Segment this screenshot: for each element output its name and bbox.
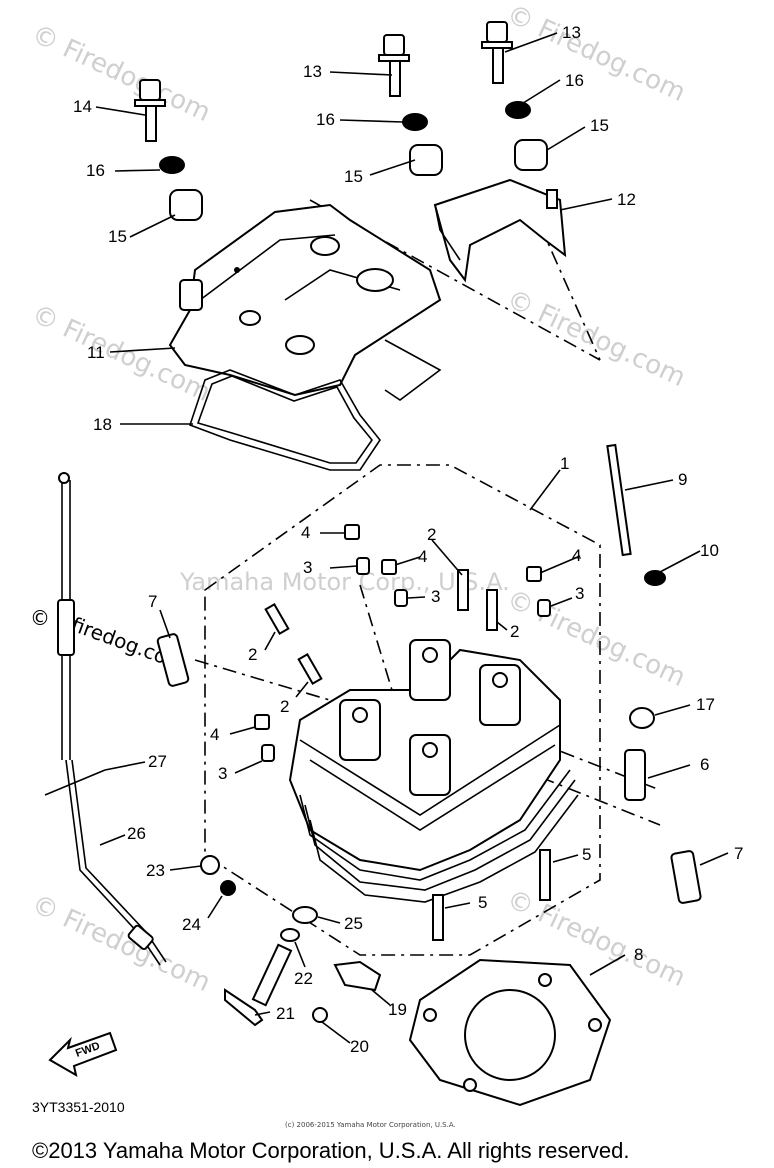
plug-23: [200, 855, 220, 875]
callout-5: 5: [478, 893, 487, 912]
callout-19: 19: [388, 1000, 407, 1019]
cover-bolts: [134, 21, 548, 221]
head-gasket: [408, 958, 612, 1107]
callout-1: 1: [560, 454, 569, 473]
dowel-7: [156, 633, 190, 687]
washer-16: [159, 156, 185, 174]
studs-and-nuts: [254, 524, 551, 941]
shaft-21: [251, 943, 293, 1007]
callout-labels: 13 13 16 14 16 15 16 15 12 15 11 18 1 9 …: [73, 23, 743, 1056]
callout-16: 16: [86, 161, 105, 180]
callout-4: 4: [301, 523, 310, 542]
spark-plug-6: [624, 749, 646, 801]
callout-20: 20: [350, 1037, 369, 1056]
cylinder-head-boundary: [204, 464, 601, 956]
diagram-code: 3YT3351-2010: [32, 1099, 125, 1115]
dowel-7: [670, 850, 702, 904]
callout-27: 27: [148, 752, 167, 771]
oring-22: [280, 928, 300, 942]
callout-17: 17: [696, 695, 715, 714]
valve-cover-boundary-line: [539, 224, 601, 361]
callout-15: 15: [344, 167, 363, 186]
small-copyright: (c) 2006-2015 Yamaha Motor Corporation, …: [285, 1121, 456, 1129]
grommet-15: [409, 144, 443, 176]
bolt-14: [134, 79, 166, 142]
fwd-arrow: FWD: [48, 1031, 118, 1078]
callout-7: 7: [148, 592, 157, 611]
callout-15: 15: [108, 227, 127, 246]
callout-16: 16: [316, 110, 335, 129]
bracket-19: [333, 960, 382, 992]
bolt-13-right: [481, 21, 513, 84]
callout-12: 12: [617, 190, 636, 209]
watermark-firedog-dark: ©: [30, 606, 50, 630]
callout-24: 24: [182, 915, 201, 934]
callout-2: 2: [248, 645, 257, 664]
callout-3: 3: [575, 584, 584, 603]
valve-cover: [168, 203, 442, 397]
callout-13: 13: [562, 23, 581, 42]
callout-3: 3: [303, 558, 312, 577]
callout-4: 4: [418, 547, 427, 566]
callout-2: 2: [427, 525, 436, 544]
grommet-15: [169, 189, 203, 221]
callout-4: 4: [210, 725, 219, 744]
bolt-13-left: [378, 34, 410, 97]
watermark-yamaha: Yamaha Motor Corp., U.S.A.: [179, 568, 510, 596]
callout-3: 3: [218, 764, 227, 783]
bracket: [433, 178, 567, 283]
callout-10: 10: [700, 541, 719, 560]
right-parts: [156, 443, 702, 904]
callout-25: 25: [344, 914, 363, 933]
callout-18: 18: [93, 415, 112, 434]
valve-cover-gasket: [188, 339, 442, 471]
callout-14: 14: [73, 97, 92, 116]
callout-4: 4: [572, 546, 581, 565]
washer-16: [402, 113, 428, 131]
callout-16: 16: [565, 71, 584, 90]
callout-26: 26: [127, 824, 146, 843]
cylinder-head: [288, 639, 579, 903]
callout-23: 23: [146, 861, 165, 880]
copyright-notice: ©2013 Yamaha Motor Corporation, U.S.A. A…: [32, 1138, 629, 1163]
watermark-firedog: © Firedog.com: [502, 0, 690, 108]
callout-13: 13: [303, 62, 322, 81]
callout-2: 2: [280, 697, 289, 716]
callout-5: 5: [582, 845, 591, 864]
washer-10: [644, 570, 666, 586]
callout-6: 6: [700, 755, 709, 774]
callout-21: 21: [276, 1004, 295, 1023]
guide-line: [359, 584, 396, 701]
callout-11: 11: [87, 343, 105, 362]
shaft-21: [224, 988, 264, 1027]
washer-16: [505, 101, 531, 119]
oring-25: [292, 906, 318, 924]
callout-22: 22: [294, 969, 313, 988]
callout-3: 3: [431, 587, 440, 606]
callout-7: 7: [734, 844, 743, 863]
callout-15: 15: [590, 116, 609, 135]
washer-24: [220, 880, 236, 896]
leader-lines: [95, 32, 729, 1044]
lower-parts: [200, 855, 382, 1027]
stud-bolt-9: [606, 443, 632, 557]
tachometer-cable: [44, 472, 167, 966]
callout-9: 9: [678, 470, 687, 489]
grommet-15: [514, 139, 548, 171]
callout-2: 2: [510, 622, 519, 641]
watermark-firedog: © Firedog.com: [502, 284, 690, 393]
guide-line: [194, 659, 381, 716]
callout-8: 8: [634, 945, 643, 964]
plug-17: [629, 707, 655, 729]
valve-cover-boundary-line: [309, 199, 601, 361]
bolt-20: [312, 1007, 328, 1023]
